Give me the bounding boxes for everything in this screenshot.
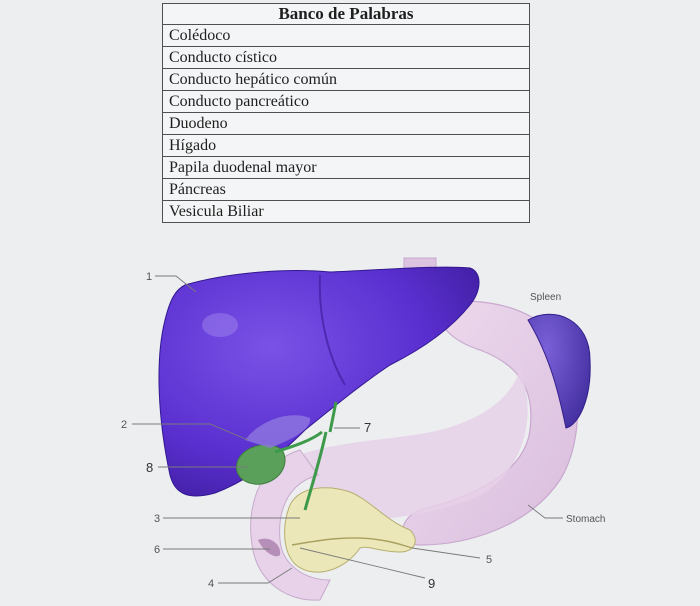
word-bank-row: Colédoco: [162, 24, 530, 47]
leader-line-1: [155, 275, 197, 293]
leader-line-2: [132, 423, 249, 441]
liver: [158, 266, 480, 497]
word-bank-row: Vesicula Biliar: [162, 200, 530, 223]
label-number-1: 1: [146, 271, 152, 283]
cystic-duct: [274, 430, 323, 454]
duodenum-lumen: [258, 538, 281, 557]
word-bank-term: Colédoco: [162, 24, 530, 47]
gallbladder: [236, 444, 286, 485]
word-bank-row: Hígado: [162, 134, 530, 157]
word-bank-term: Conducto hepático común: [162, 68, 530, 91]
word-bank-term: Papila duodenal mayor: [162, 156, 530, 179]
word-bank-term: Conducto pancreático: [162, 90, 530, 113]
label-number-3: 3: [154, 513, 160, 525]
word-bank-row: Conducto pancreático: [162, 90, 530, 113]
word-bank-title: Banco de Palabras: [162, 3, 530, 25]
word-bank-term: Conducto cístico: [162, 46, 530, 69]
word-bank-row: Conducto cístico: [162, 46, 530, 69]
word-bank-term: Páncreas: [162, 178, 530, 201]
word-bank-header-row: Banco de Palabras: [162, 3, 530, 25]
leader-lines: [132, 275, 563, 584]
spleen: [527, 313, 591, 429]
duodenum: [250, 449, 331, 601]
label-stomach: Stomach: [566, 514, 605, 525]
label-number-4: 4: [208, 578, 214, 590]
word-bank-row: Papila duodenal mayor: [162, 156, 530, 179]
hepatic-duct: [328, 401, 338, 433]
label-number-7: 7: [364, 420, 371, 435]
digestive-organs-diagram: 1 2 7 8 3 6 4 5 9 Spleen Stomach: [121, 257, 605, 601]
leader-line-9: [299, 547, 426, 579]
pancreas: [284, 487, 416, 573]
leader-line-4: [218, 567, 293, 584]
word-bank-row: Conducto hepático común: [162, 68, 530, 91]
word-bank-term: Hígado: [162, 134, 530, 157]
label-number-9: 9: [428, 576, 435, 591]
label-number-2: 2: [121, 419, 127, 431]
label-spleen: Spleen: [530, 292, 561, 303]
word-bank-row: Páncreas: [162, 178, 530, 201]
liver-fissure: [318, 274, 346, 386]
word-bank-row: Duodeno: [162, 112, 530, 135]
label-number-8: 8: [146, 460, 153, 475]
word-bank-table: Banco de Palabras Colédoco Conducto císt…: [162, 3, 530, 223]
leader-line-stomach: [527, 504, 563, 519]
stomach-body: [300, 370, 528, 525]
word-bank-term: Duodeno: [162, 112, 530, 135]
liver-highlight: [202, 313, 238, 337]
label-number-6: 6: [154, 544, 160, 556]
word-bank-term: Vesicula Biliar: [162, 200, 530, 223]
pancreatic-duct: [291, 537, 413, 549]
label-number-5: 5: [486, 554, 492, 566]
common-bile-duct: [303, 431, 328, 511]
leader-line-5: [411, 547, 481, 559]
gallbladder-neck: [245, 415, 311, 448]
